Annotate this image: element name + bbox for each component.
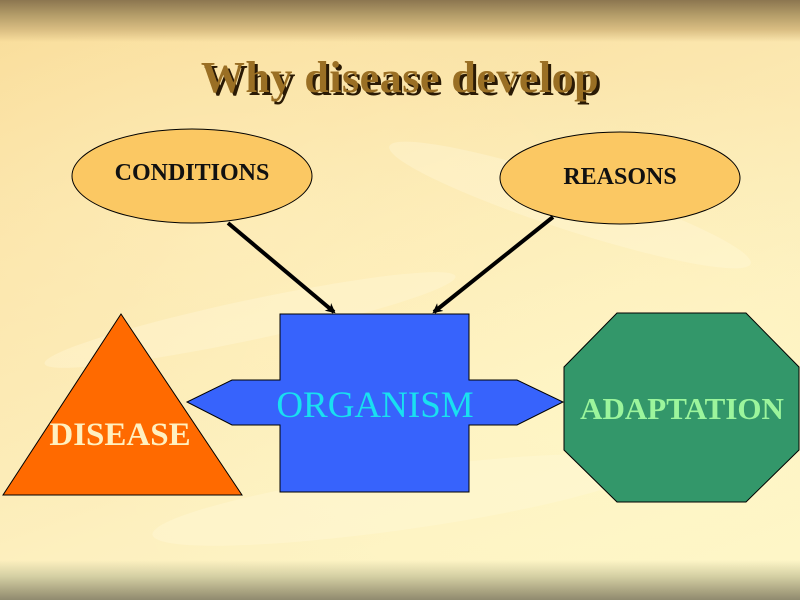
reasons-label: REASONS [563, 164, 677, 190]
slide-title: Why disease develop [200, 53, 600, 102]
top-gradient-band [0, 0, 800, 42]
disease-triangle[interactable] [2, 313, 243, 496]
organism-label: ORGANISM [276, 385, 474, 426]
reasons-to-organism-arrow [432, 215, 555, 314]
conditions-label: CONDITIONS [114, 160, 270, 186]
conditions-ellipse[interactable] [71, 128, 313, 224]
organism-shape[interactable] [185, 313, 565, 493]
adaptation-label: ADAPTATION [580, 391, 784, 426]
disease-label: DISEASE [49, 417, 191, 453]
conditions-to-organism-arrow [226, 221, 336, 314]
reasons-ellipse[interactable] [499, 131, 741, 225]
bottom-gradient-band [0, 560, 800, 600]
adaptation-octagon[interactable] [563, 312, 800, 503]
